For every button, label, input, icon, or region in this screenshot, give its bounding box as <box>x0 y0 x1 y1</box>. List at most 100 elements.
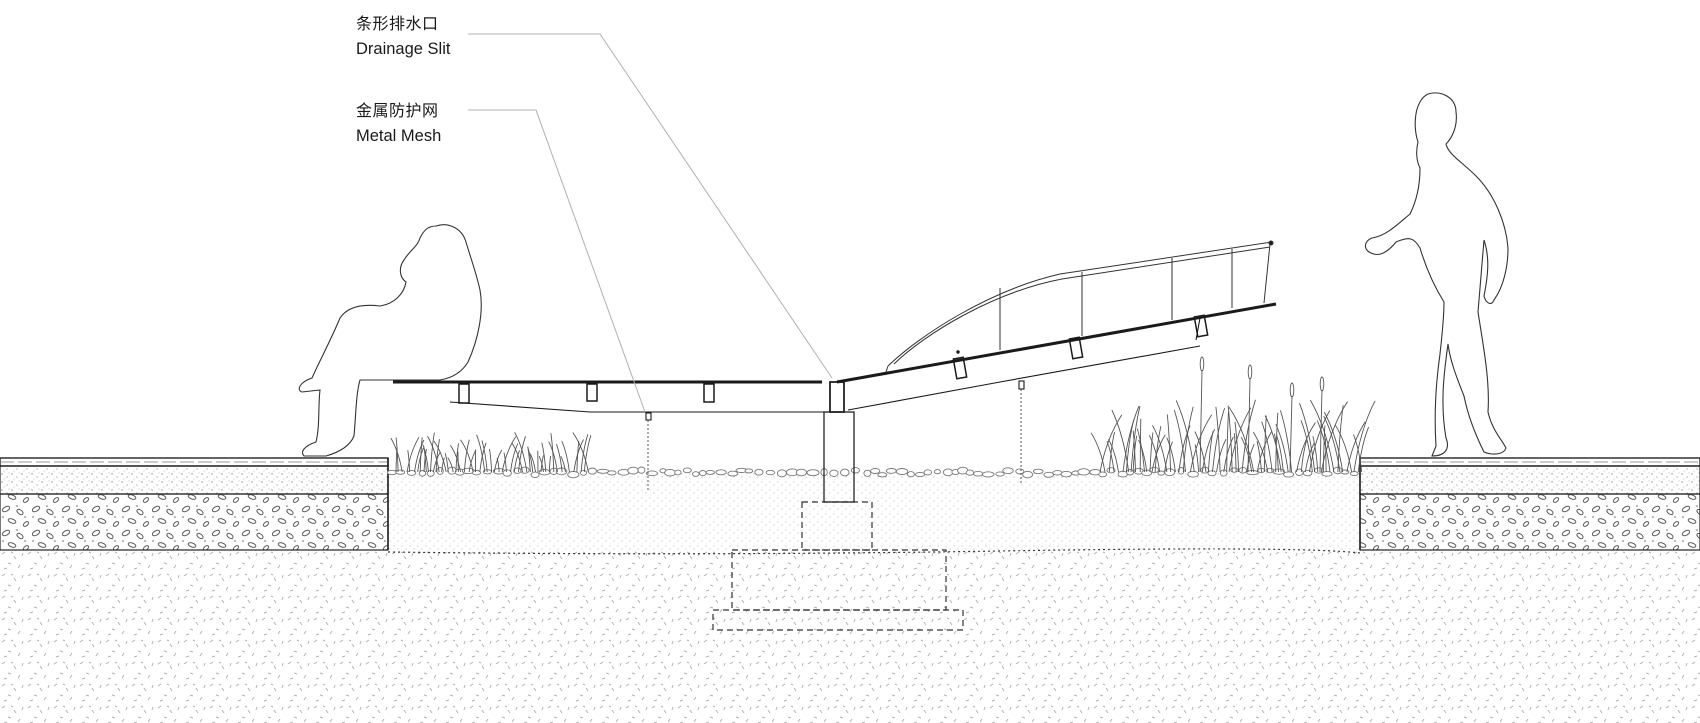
grass-blade <box>1207 431 1214 473</box>
pebble <box>1321 471 1333 477</box>
leader-lines <box>468 33 833 413</box>
grass-blade <box>1111 409 1130 473</box>
leader-drainage-slit <box>468 33 833 379</box>
grass-blade <box>463 439 470 473</box>
grass-seed-stem <box>1319 389 1323 473</box>
pebble <box>691 471 700 477</box>
grass-blade <box>1151 434 1166 473</box>
grass-blade <box>548 441 558 473</box>
grass-blade <box>1322 425 1326 473</box>
pebble <box>1002 467 1014 475</box>
pebble <box>1207 470 1217 477</box>
grass-blade <box>1320 401 1348 473</box>
grass-blade <box>1106 440 1115 473</box>
grass-blade <box>583 435 592 473</box>
pebble <box>863 469 872 477</box>
pebble <box>645 470 658 477</box>
pebble <box>682 467 692 474</box>
annotation-drainage-slit-zh: 条形排水口 <box>356 16 439 33</box>
grass-blade <box>406 436 420 473</box>
grass-blade <box>1346 421 1366 473</box>
grass-blade <box>1353 400 1376 473</box>
pebble <box>1098 471 1108 478</box>
grass-seed-head <box>1247 364 1253 380</box>
pebble <box>637 466 646 474</box>
grass-blade <box>1164 441 1173 473</box>
grass-blade <box>481 440 488 473</box>
pebble <box>914 471 926 478</box>
grass-blade <box>435 439 440 473</box>
pebble <box>715 469 727 476</box>
grass-blade <box>1194 444 1200 473</box>
grass-seed-head <box>1319 376 1325 392</box>
grass-blade <box>1256 431 1273 473</box>
pebble <box>1043 471 1054 478</box>
pebble <box>1022 470 1033 479</box>
grass-blade <box>576 440 580 473</box>
pebble <box>664 468 677 477</box>
grass-blade <box>1108 438 1119 473</box>
grass-blade <box>1300 420 1313 473</box>
grass-blade <box>580 434 589 473</box>
grass-seed-stem <box>1199 369 1203 473</box>
grass-blade <box>1263 415 1267 473</box>
pebble <box>1157 470 1165 476</box>
annotation-metal-mesh-en: Metal Mesh <box>356 127 442 145</box>
pebble <box>727 470 739 477</box>
grass-blade <box>548 455 552 473</box>
annotation-drainage-slit: 条形排水口 Drainage Slit <box>356 12 450 62</box>
grass-blade <box>527 448 534 473</box>
grass-blade <box>538 456 544 473</box>
pebble <box>1187 470 1199 478</box>
pebble <box>1015 468 1025 475</box>
grass-blade <box>1275 424 1289 473</box>
grass-seed-stem <box>1289 395 1293 473</box>
pebble <box>795 468 807 477</box>
grass-blade <box>390 437 403 473</box>
grass-blade <box>1337 405 1344 473</box>
grass-blade <box>1304 442 1315 473</box>
pebble <box>1283 471 1295 478</box>
grass-right <box>1090 356 1376 473</box>
grass-blade <box>496 457 500 473</box>
grass-blade <box>541 442 547 473</box>
grass-blade <box>1130 405 1141 473</box>
pebble <box>1349 471 1359 477</box>
grass-seed-stem <box>1247 377 1251 473</box>
annotation-drainage-slit-en: Drainage Slit <box>356 40 451 58</box>
grass-blade <box>1175 400 1195 473</box>
walking-person-silhouette <box>1364 92 1509 457</box>
grass-blade <box>1233 433 1237 473</box>
grass-blade <box>1122 406 1140 473</box>
grass-blade <box>432 451 441 473</box>
grass-blade <box>501 436 517 473</box>
grass-blade <box>476 434 486 473</box>
grass-blade <box>1234 421 1240 473</box>
grass-blade <box>1299 403 1316 473</box>
pebble <box>906 471 915 478</box>
deep-soil <box>0 550 1700 723</box>
pebble <box>973 470 984 477</box>
grass-blade <box>1125 419 1135 473</box>
pebble-layer <box>386 466 1359 479</box>
grass-blade <box>489 449 493 473</box>
grass-blade <box>529 453 536 473</box>
grass-blade <box>1166 437 1176 473</box>
grass-blade <box>1201 428 1216 473</box>
grass-blade <box>1274 433 1279 473</box>
left-deck <box>393 380 830 490</box>
grass-blade <box>1261 421 1273 473</box>
pebble <box>705 469 715 475</box>
grass-blade <box>1090 432 1106 473</box>
grass-blade <box>1312 436 1319 473</box>
grass-blade <box>560 456 566 473</box>
pebble <box>776 469 787 478</box>
grass-blade <box>1353 434 1363 473</box>
pebble <box>965 469 975 476</box>
pebble <box>567 470 580 479</box>
grass-blade <box>450 444 462 473</box>
grass-blade <box>1138 439 1148 473</box>
leader-metal-mesh <box>468 109 646 413</box>
pebble <box>627 466 639 475</box>
pebble <box>472 470 481 476</box>
